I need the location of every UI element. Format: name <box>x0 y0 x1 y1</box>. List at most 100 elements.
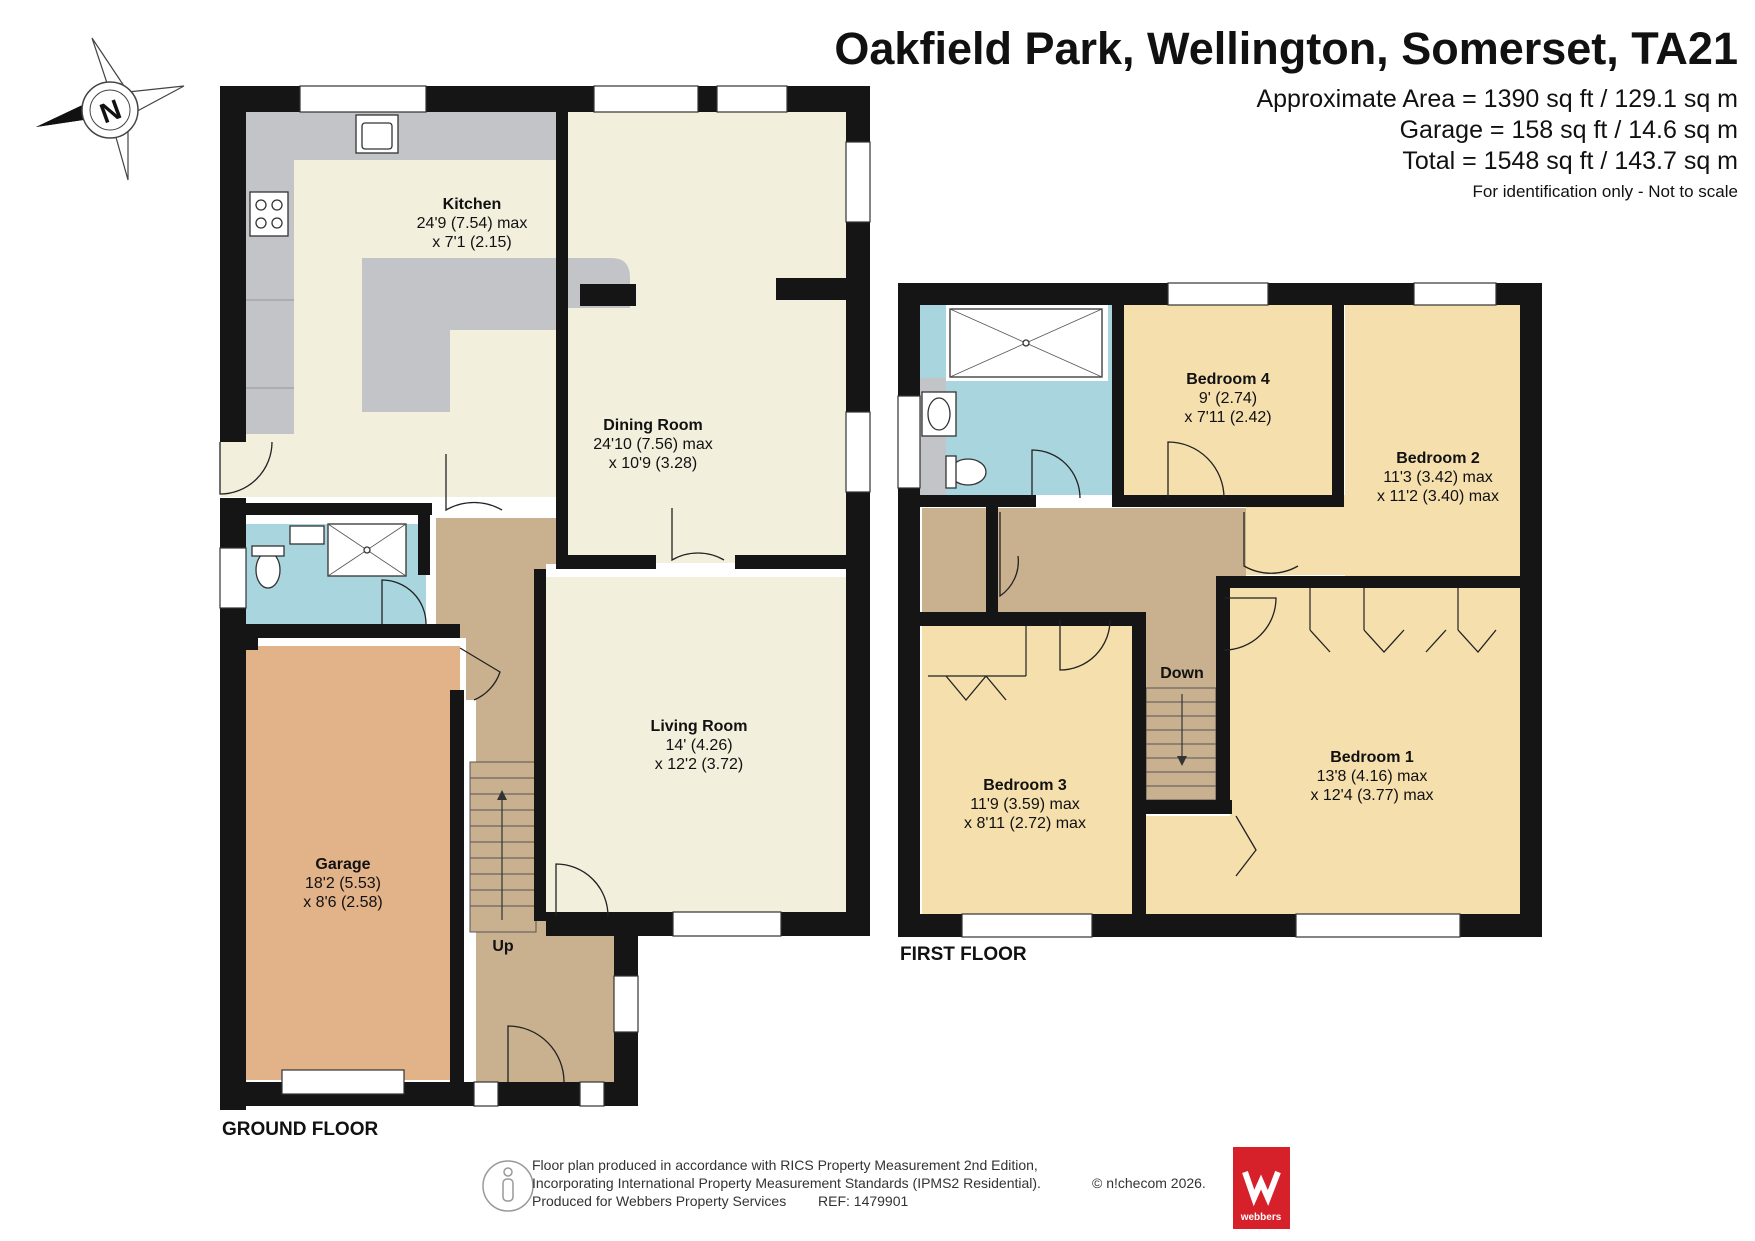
back-door <box>219 441 273 495</box>
landing-cupboard-door <box>999 512 1019 598</box>
ground-basin-icon <box>289 525 325 545</box>
bedroom-1-room <box>1230 586 1522 914</box>
bedroom-3-dim-1: 11'9 (3.59) max <box>970 796 1079 813</box>
bedroom-1-dim-2: x 12'4 (3.77) max <box>1310 787 1433 804</box>
garage-dim-1: 18'2 (5.53) <box>305 875 381 892</box>
stairs-down-label: Down <box>1160 665 1204 682</box>
webbers-logo: webbers <box>1233 1147 1290 1229</box>
garage-room <box>246 646 460 1080</box>
bedroom-1-label: Bedroom 1 <box>1330 749 1414 766</box>
stairs-up <box>469 761 537 933</box>
living-room-dim-1: 14' (4.26) <box>665 737 732 754</box>
bathroom-window <box>897 395 921 489</box>
approximate-area: Approximate Area = 1390 sq ft / 129.1 sq… <box>1256 85 1738 113</box>
ground-floor-label: GROUND FLOOR <box>222 1119 378 1140</box>
kitchen-window-right <box>845 141 871 223</box>
footer-line-1: Floor plan produced in accordance with R… <box>532 1157 1038 1173</box>
page-title: Oakfield Park, Wellington, Somerset, TA2… <box>834 23 1738 74</box>
kitchen-window-2 <box>593 85 699 113</box>
living-window <box>672 911 782 937</box>
bathroom-toilet-icon <box>945 455 987 489</box>
bedroom-1-door <box>1223 597 1277 651</box>
dining-living-door <box>671 508 725 562</box>
stairs-down <box>1145 687 1217 801</box>
bedroom-3-label: Bedroom 3 <box>983 777 1067 794</box>
bedroom-1-cupboard <box>1144 816 1232 914</box>
garage-hall-door <box>459 647 501 701</box>
kitchen-worktop-top <box>246 112 558 160</box>
compass: N <box>36 37 185 181</box>
kitchen-hall-door <box>445 454 503 512</box>
bedroom-1-window <box>1295 913 1461 938</box>
dining-room-dim-2: x 10'9 (3.28) <box>609 455 697 472</box>
hob-icon <box>249 191 289 237</box>
ground-floor-plan: Kitchen 24'9 (7.54) max x 7'1 (2.15) Din… <box>219 85 871 1110</box>
living-hall-door <box>555 863 609 917</box>
porch-window <box>613 975 639 1033</box>
bathroom-basin-icon <box>921 391 957 437</box>
ground-shower-tray-icon <box>327 523 407 577</box>
kitchen-window-3 <box>716 85 788 113</box>
bedroom-2-dim-2: x 11'2 (3.40) max <box>1377 488 1499 505</box>
bedroom-4-dim-1: 9' (2.74) <box>1199 390 1257 407</box>
ground-toilet-icon <box>251 545 285 589</box>
bedroom-2-dim-1: 11'3 (3.42) max <box>1383 469 1492 486</box>
kitchen-dim-2: x 7'1 (2.15) <box>432 234 512 251</box>
bathroom-door <box>1031 449 1081 499</box>
front-window-left <box>473 1081 499 1107</box>
kitchen-worktop-side <box>246 112 294 434</box>
bedroom-3-wardrobe <box>928 626 1027 702</box>
total-area: Total = 1548 sq ft / 143.7 sq m <box>1402 147 1738 175</box>
shower-tray-icon <box>949 308 1103 378</box>
footer-line-2: Incorporating International Property Mea… <box>532 1175 1041 1191</box>
front-window-right <box>579 1081 605 1107</box>
bedroom-3-room <box>922 626 1132 914</box>
bedroom-1-cupboard-door <box>1235 815 1257 877</box>
garage-door-window <box>281 1069 405 1095</box>
bedroom-4-window <box>1167 282 1269 306</box>
bedroom-2-entrance <box>1246 495 1346 575</box>
shower-room-window <box>219 547 247 609</box>
bedroom-3-window <box>961 913 1093 938</box>
bedroom-2-window <box>1413 282 1497 306</box>
bedroom-4-label: Bedroom 4 <box>1186 371 1270 388</box>
bedroom-4-door <box>1167 441 1225 499</box>
stairs-up-label: Up <box>492 938 514 955</box>
bedroom-1-wardrobe <box>1309 588 1497 653</box>
dining-room <box>556 497 848 563</box>
bedroom-3-dim-2: x 8'11 (2.72) max <box>964 815 1086 832</box>
bedroom-4-room <box>1122 305 1334 495</box>
logo-text: webbers <box>1240 1212 1282 1223</box>
person-icon <box>482 1160 534 1212</box>
first-floor-label: FIRST FLOOR <box>900 944 1027 965</box>
bedroom-2-room <box>1345 305 1521 585</box>
bedroom-2-door <box>1243 512 1299 574</box>
bedroom-3-door <box>1059 619 1111 671</box>
kitchen-label: Kitchen <box>443 196 502 213</box>
dining-room-dim-1: 24'10 (7.56) max <box>593 436 713 453</box>
first-floor-plan: Bedroom 4 9' (2.74) x 7'11 (2.42) Bedroo… <box>897 282 1542 938</box>
living-room <box>546 577 848 913</box>
living-room-dim-2: x 12'2 (3.72) <box>655 756 743 773</box>
footer-copyright: © n!checom 2026. <box>1092 1175 1206 1191</box>
garage-label: Garage <box>315 856 370 873</box>
compass-icon <box>36 37 185 181</box>
footer: Floor plan produced in accordance with R… <box>482 1147 1290 1229</box>
living-room-label: Living Room <box>651 718 748 735</box>
kitchen-sink-icon <box>355 114 399 154</box>
footer-ref: REF: 1479901 <box>818 1193 908 1209</box>
bedroom-2-label: Bedroom 2 <box>1396 450 1480 467</box>
kitchen-pillar <box>580 284 636 306</box>
dining-window-right <box>845 411 871 493</box>
dining-room-label: Dining Room <box>603 417 703 434</box>
footer-line-3: Produced for Webbers Property Services <box>532 1193 786 1209</box>
front-door <box>507 1025 565 1083</box>
kitchen-window-1 <box>299 85 427 113</box>
bedroom-1-dim-1: 13'8 (4.16) max <box>1317 768 1428 785</box>
kitchen-dim-1: 24'9 (7.54) max <box>417 215 528 232</box>
garage-dim-2: x 8'6 (2.58) <box>303 894 383 911</box>
shower-room-door <box>381 579 427 625</box>
disclaimer: For identification only - Not to scale <box>1472 182 1738 201</box>
garage-area: Garage = 158 sq ft / 14.6 sq m <box>1400 116 1738 144</box>
